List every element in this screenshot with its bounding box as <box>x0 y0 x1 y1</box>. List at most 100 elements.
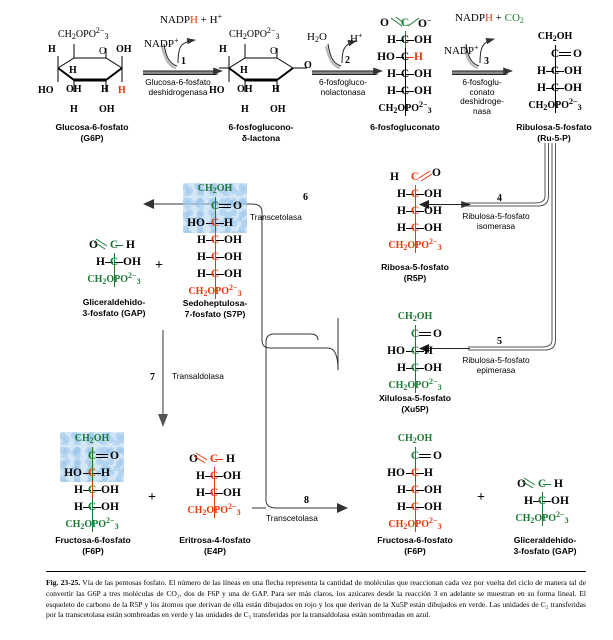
lactona-h-c2: H <box>272 84 280 95</box>
structure-f6p-left: CH2OH C O HO C H H C OH H C OH <box>55 430 129 532</box>
label-f6p-right: Fructosa-6-fosfato (F6P) <box>377 535 453 556</box>
s7p-c1: CH2OH <box>197 182 233 195</box>
cofactor-nadph-co2-out-3: NADPH + CO2 <box>455 12 524 25</box>
f6p-right-c6: CH2OPO2−3 <box>388 515 442 532</box>
f6p-left-c2-double-bond <box>96 454 108 458</box>
cofactor-h2o-in-2: H2O <box>307 31 327 44</box>
g6p-h-c2: H <box>101 84 109 95</box>
f6p-right-c4: H C OH <box>378 481 452 498</box>
gap-left-c1: O C H <box>89 238 135 251</box>
step-number-4: 4 <box>497 193 502 204</box>
gluconato-c1: O C O− <box>380 15 432 30</box>
s7p-c5: H C OH <box>178 248 252 265</box>
gap-right-aldehyde-bond <box>522 477 536 489</box>
s7p-c2: C O <box>178 197 252 214</box>
xu5p-c4: H C OH <box>378 359 452 376</box>
plus-gap-s7p: + <box>155 258 163 273</box>
lactona-ring-o: O <box>270 46 278 57</box>
gluconato-c5: H C OH <box>368 82 442 99</box>
step-number-7: 7 <box>150 372 155 383</box>
label-gap-right: Gliceraldehido- 3-fosfato (GAP) <box>513 535 577 556</box>
ru5p-c1: CH2OH <box>537 30 573 43</box>
cofactor-nadph-out-1: NADPH + H+ <box>160 12 223 26</box>
r5p-c5: CH2OPO2−3 <box>388 236 442 253</box>
f6p-right-c3: HO C H <box>378 464 452 481</box>
enzyme-label-2: 6-fosfogluco- nolactonasa <box>319 77 367 97</box>
structure-xu5p: CH2OH C O HO C H H C OH CH2OPO2−3 <box>378 308 452 393</box>
r5p-c2: H C OH <box>378 185 452 202</box>
arrow-reaction-7 <box>158 330 168 427</box>
gluconato-c4: H C OH <box>368 65 442 82</box>
ru5p-c2-double-bond <box>559 52 571 56</box>
r5p-c1: H C O <box>390 167 441 183</box>
ru5p-c3: H C OH <box>518 62 592 79</box>
step-number-2: 2 <box>345 55 350 66</box>
f6p-left-c4: H C OH <box>55 481 129 498</box>
plus-f6p-gap-right: + <box>477 490 485 505</box>
r5p-aldehyde-bond <box>418 170 433 182</box>
gap-left-c2: H C OH <box>77 253 151 270</box>
enzyme-label-4: Ribulosa-5-fosfato isomerasa <box>462 211 530 231</box>
xu5p-c2: C O <box>378 325 452 342</box>
structure-6-fosfogluconato: O C O− H C OH HO C H H C OH <box>368 14 442 116</box>
structure-gap-right: O C H H C OH CH2OPO2−3 <box>505 475 579 526</box>
connector-ru5p-trunk <box>419 143 556 353</box>
gluconato-carboxyl-bonds <box>390 17 420 27</box>
g6p-h-anomeric-red: H <box>118 85 126 96</box>
f6p-right-c2-double-bond <box>419 454 431 458</box>
plus-f6p-e4p: + <box>148 490 156 505</box>
gluconato-c3: HO C H <box>368 48 442 65</box>
label-s7p: Sedoheptulosa- 7-fosfato (S7P) <box>182 298 248 319</box>
e4p-c2: H C OH <box>177 467 251 484</box>
gluconato-c6: CH2OPO2−3 <box>378 99 432 116</box>
ru5p-c2: C O <box>518 45 592 62</box>
structure-f6p-right: CH2OH C O HO C H H C OH H C OH <box>378 430 452 532</box>
r5p-c4: H C OH <box>378 219 452 236</box>
r5p-c3: H C OH <box>378 202 452 219</box>
f6p-left-c3: HO C H <box>55 464 129 481</box>
step-number-8: 8 <box>304 495 309 506</box>
cofactor-h-out-2: H+ <box>350 31 363 45</box>
figure-id: Fig. 23-25. <box>46 578 81 587</box>
g6p-ring-svg <box>57 44 123 92</box>
e4p-c3: H C OH <box>177 484 251 501</box>
enzyme-label-6: Transcetolasa <box>250 212 302 222</box>
figure-caption: Fig. 23-25. Vía de las pentosas fosfato.… <box>46 578 586 621</box>
label-gap-left: Gliceraldehido- 3-fosfato (GAP) <box>82 297 146 318</box>
label-6-fosfogluconato: 6-fosfogluconato <box>370 122 440 132</box>
step-number-6: 6 <box>303 192 308 203</box>
gap-right-c2: H C OH <box>505 492 579 509</box>
structure-r5p: H C O H C OH H C OH H C OH C <box>378 167 452 253</box>
s7p-c3: HO C H <box>178 214 252 231</box>
e4p-c4: CH2OPO2−3 <box>187 501 241 518</box>
g6p-ho-c4: HO <box>38 85 54 96</box>
step-number-3: 3 <box>484 56 489 67</box>
structure-gap-left: O C H H C OH CH2OPO2−3 <box>77 236 151 287</box>
arrow-reaction-3 <box>452 38 514 76</box>
enzyme-label-1: Glucosa-6-fosfato deshidrogenasa <box>145 77 211 97</box>
structure-lactona: CH2OPO2−3 O H H HO OH H O H OH <box>209 27 315 122</box>
s7p-c2-double-bond <box>219 204 231 208</box>
enzyme-label-7: Transaldolasa <box>172 371 224 381</box>
f6p-left-c5: H C OH <box>55 498 129 515</box>
gap-right-c1: O C H <box>517 477 563 490</box>
g6p-ring-o: O <box>99 46 107 57</box>
structure-ru5p: CH2OH C O H C OH H C OH CH2OPO2−3 <box>518 28 592 113</box>
arrow-reaction-1 <box>143 37 224 76</box>
f6p-left-c1: CH2OH <box>74 432 110 445</box>
g6p-h-c5: H <box>48 44 56 55</box>
f6p-right-c1: CH2OH <box>397 432 433 445</box>
g6p-oh-bottom: OH <box>99 104 115 115</box>
arrow-reaction-2 <box>312 40 384 76</box>
lactona-h-inner-1: H <box>240 65 248 76</box>
xu5p-c1: CH2OH <box>397 310 433 323</box>
lactona-h-bottom: H <box>241 104 249 115</box>
s7p-c6: H C OH <box>178 265 252 282</box>
e4p-c1: O C H <box>189 452 235 465</box>
g6p-ch2opo3: CH2OPO2−3 <box>58 26 109 41</box>
lactona-exo-o: O <box>304 60 312 71</box>
structure-s7p: CH2OH C O HO C H H C OH H C OH <box>178 180 252 299</box>
step-number-5: 5 <box>497 336 502 347</box>
cofactor-nadp-in-1: NADP+ <box>144 36 179 50</box>
